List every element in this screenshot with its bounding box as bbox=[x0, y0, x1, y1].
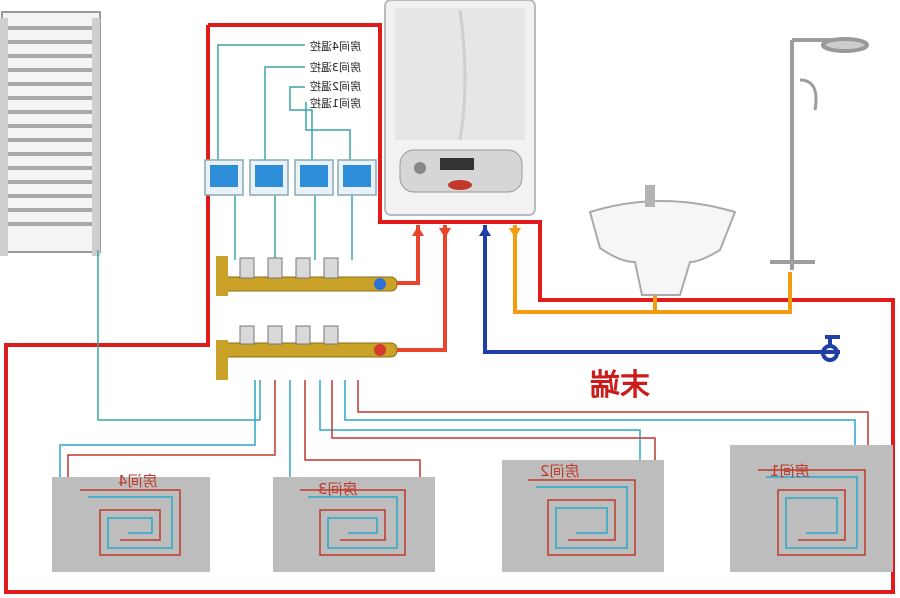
boundary-lines bbox=[4, 23, 895, 594]
zone-pad bbox=[730, 445, 893, 572]
zone-label-3: 房间2 bbox=[540, 462, 580, 480]
controller-label-3: 房间2温控 bbox=[310, 79, 361, 93]
thermostat-icon[interactable] bbox=[204, 159, 244, 196]
sink-icon bbox=[588, 185, 737, 296]
thermostat-icon[interactable] bbox=[337, 159, 377, 196]
zone-label-4: 房间1 bbox=[770, 462, 810, 480]
radiator-icon bbox=[0, 11, 101, 256]
zone-pad bbox=[502, 460, 664, 572]
faucet-icon bbox=[821, 335, 840, 362]
controller-label-2: 房间3温控 bbox=[310, 60, 361, 74]
thermostat-icon[interactable] bbox=[294, 159, 334, 196]
controller-label-1: 房间4温控 bbox=[310, 39, 361, 53]
zone-pads bbox=[52, 445, 893, 572]
zone-pad bbox=[273, 477, 435, 572]
controller-labels: 房间4温控 房间3温控 房间2温控 房间1温控 bbox=[310, 39, 361, 110]
thermostat-icon[interactable] bbox=[249, 159, 289, 196]
boiler-pipes bbox=[397, 225, 840, 354]
zone-pad bbox=[52, 477, 210, 572]
terminal-label: 末端 bbox=[590, 368, 650, 403]
shower-icon bbox=[770, 37, 869, 270]
zone-label-1: 房间4 bbox=[118, 472, 158, 490]
thermostat-group bbox=[204, 159, 377, 196]
pipe-arrows bbox=[412, 226, 521, 238]
controller-label-4: 房间1温控 bbox=[310, 96, 361, 110]
control-wires bbox=[97, 44, 353, 421]
zone-label-2: 房间3 bbox=[318, 480, 358, 498]
zone-labels: 房间4 房间3 房间2 房间1 bbox=[118, 462, 810, 498]
boiler-icon bbox=[384, 0, 536, 216]
manifold-icon bbox=[216, 256, 398, 380]
